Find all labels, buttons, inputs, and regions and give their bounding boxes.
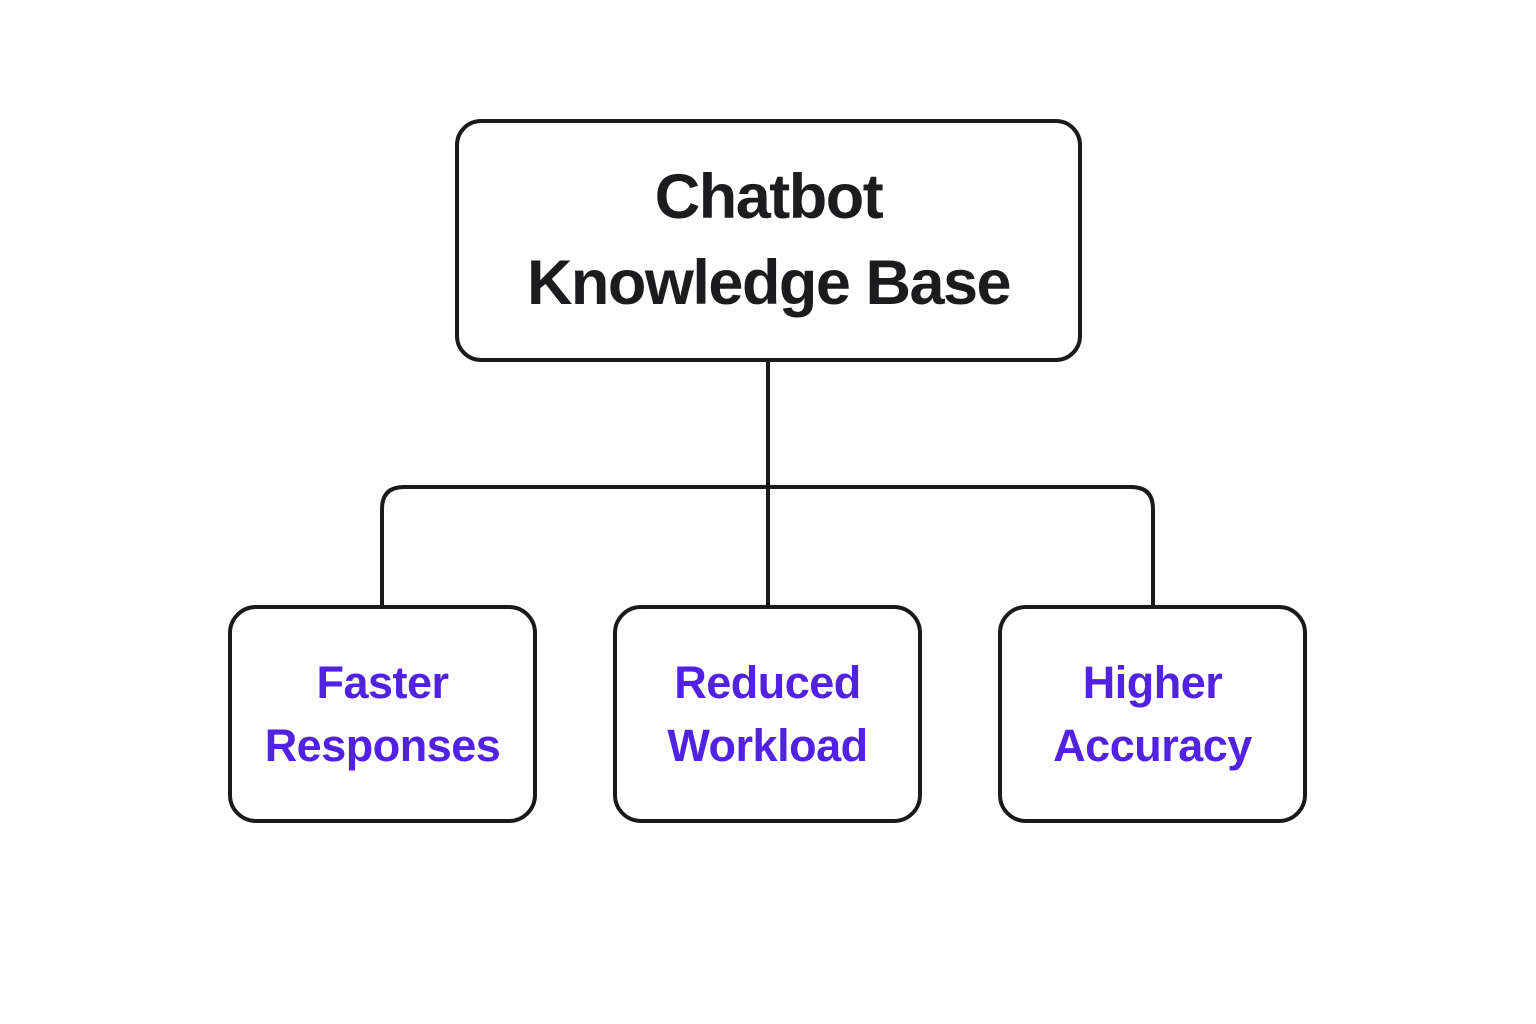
node-reduced-workload: Reduced Workload — [613, 605, 922, 823]
node-higher-accuracy: Higher Accuracy — [998, 605, 1307, 823]
node-faster-responses: Faster Responses — [228, 605, 537, 823]
node-chatbot-knowledge-base: Chatbot Knowledge Base — [455, 119, 1082, 362]
node-label: Faster Responses — [264, 657, 501, 771]
node-label: Higher Accuracy — [1053, 657, 1252, 771]
connector-bracket — [380, 485, 1155, 605]
node-label: Chatbot Knowledge Base — [526, 162, 1012, 318]
node-label: Reduced Workload — [667, 657, 868, 771]
